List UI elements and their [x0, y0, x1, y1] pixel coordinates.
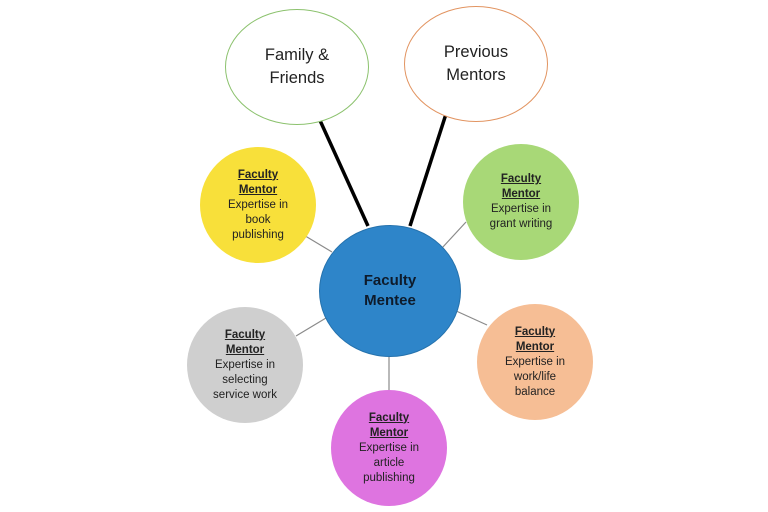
previous-line1: Previous — [443, 43, 509, 61]
mentor-title-line1: Faculty — [368, 411, 410, 424]
connector-orange — [453, 309, 488, 326]
mentor-desc-line3: publishing — [232, 228, 284, 241]
mentor-desc-line3: service work — [213, 388, 277, 401]
mentor-desc-line3: balance — [514, 385, 556, 398]
mentor-desc-line1: Expertise in — [504, 355, 566, 368]
mentor-desc-line2: article — [373, 456, 405, 469]
mentor-desc-line1: Expertise in — [358, 441, 420, 454]
connector-previous — [408, 113, 448, 227]
mentor-desc-line2: book — [245, 213, 271, 226]
previous-line2: Mentors — [446, 66, 506, 84]
connector-gray — [295, 317, 327, 337]
center-line1: Faculty — [363, 272, 417, 289]
family-friends-circle: Family & Friends — [225, 9, 369, 125]
faculty-mentee-circle: Faculty Mentee — [319, 225, 461, 357]
mentor-circle-book-publishing: Faculty Mentor Expertise in book publish… — [200, 147, 316, 263]
mentor-desc-line2: grant writing — [489, 218, 553, 230]
mentor-title-line2: Mentor — [369, 426, 409, 439]
mentor-circle-article-publishing: Faculty Mentor Expertise in article publ… — [331, 390, 447, 506]
mentor-circle-grant-writing: Faculty Mentor Expertise in grant writin… — [463, 144, 579, 260]
mentor-title-line2: Mentor — [238, 183, 278, 196]
mentor-desc-line2: selecting — [222, 373, 268, 386]
mentor-title-line1: Faculty — [514, 325, 556, 338]
mentor-desc-line2: work/life — [513, 370, 557, 383]
mentor-title-line1: Faculty — [224, 328, 266, 341]
previous-mentors-circle: Previous Mentors — [404, 6, 548, 122]
mentor-circle-service-work: Faculty Mentor Expertise in selecting se… — [187, 307, 303, 423]
family-line1: Family & — [264, 46, 330, 64]
mentor-title-line1: Faculty — [237, 168, 279, 181]
connector-yellow — [301, 233, 333, 253]
mentor-desc-line1: Expertise in — [227, 198, 289, 211]
mentor-title-line2: Mentor — [515, 340, 555, 353]
mentor-desc-line3: publishing — [363, 471, 415, 484]
connector-family — [316, 115, 370, 227]
mentor-title-line1: Faculty — [500, 173, 542, 185]
center-line2: Mentee — [364, 292, 416, 309]
mentor-title-line2: Mentor — [501, 188, 541, 200]
family-line2: Friends — [269, 69, 325, 87]
connector-green — [441, 221, 467, 249]
mentor-desc-line1: Expertise in — [490, 203, 552, 215]
mentor-circle-work-life-balance: Faculty Mentor Expertise in work/life ba… — [477, 304, 593, 420]
mentor-desc-line1: Expertise in — [214, 358, 276, 371]
mentor-title-line2: Mentor — [225, 343, 265, 356]
